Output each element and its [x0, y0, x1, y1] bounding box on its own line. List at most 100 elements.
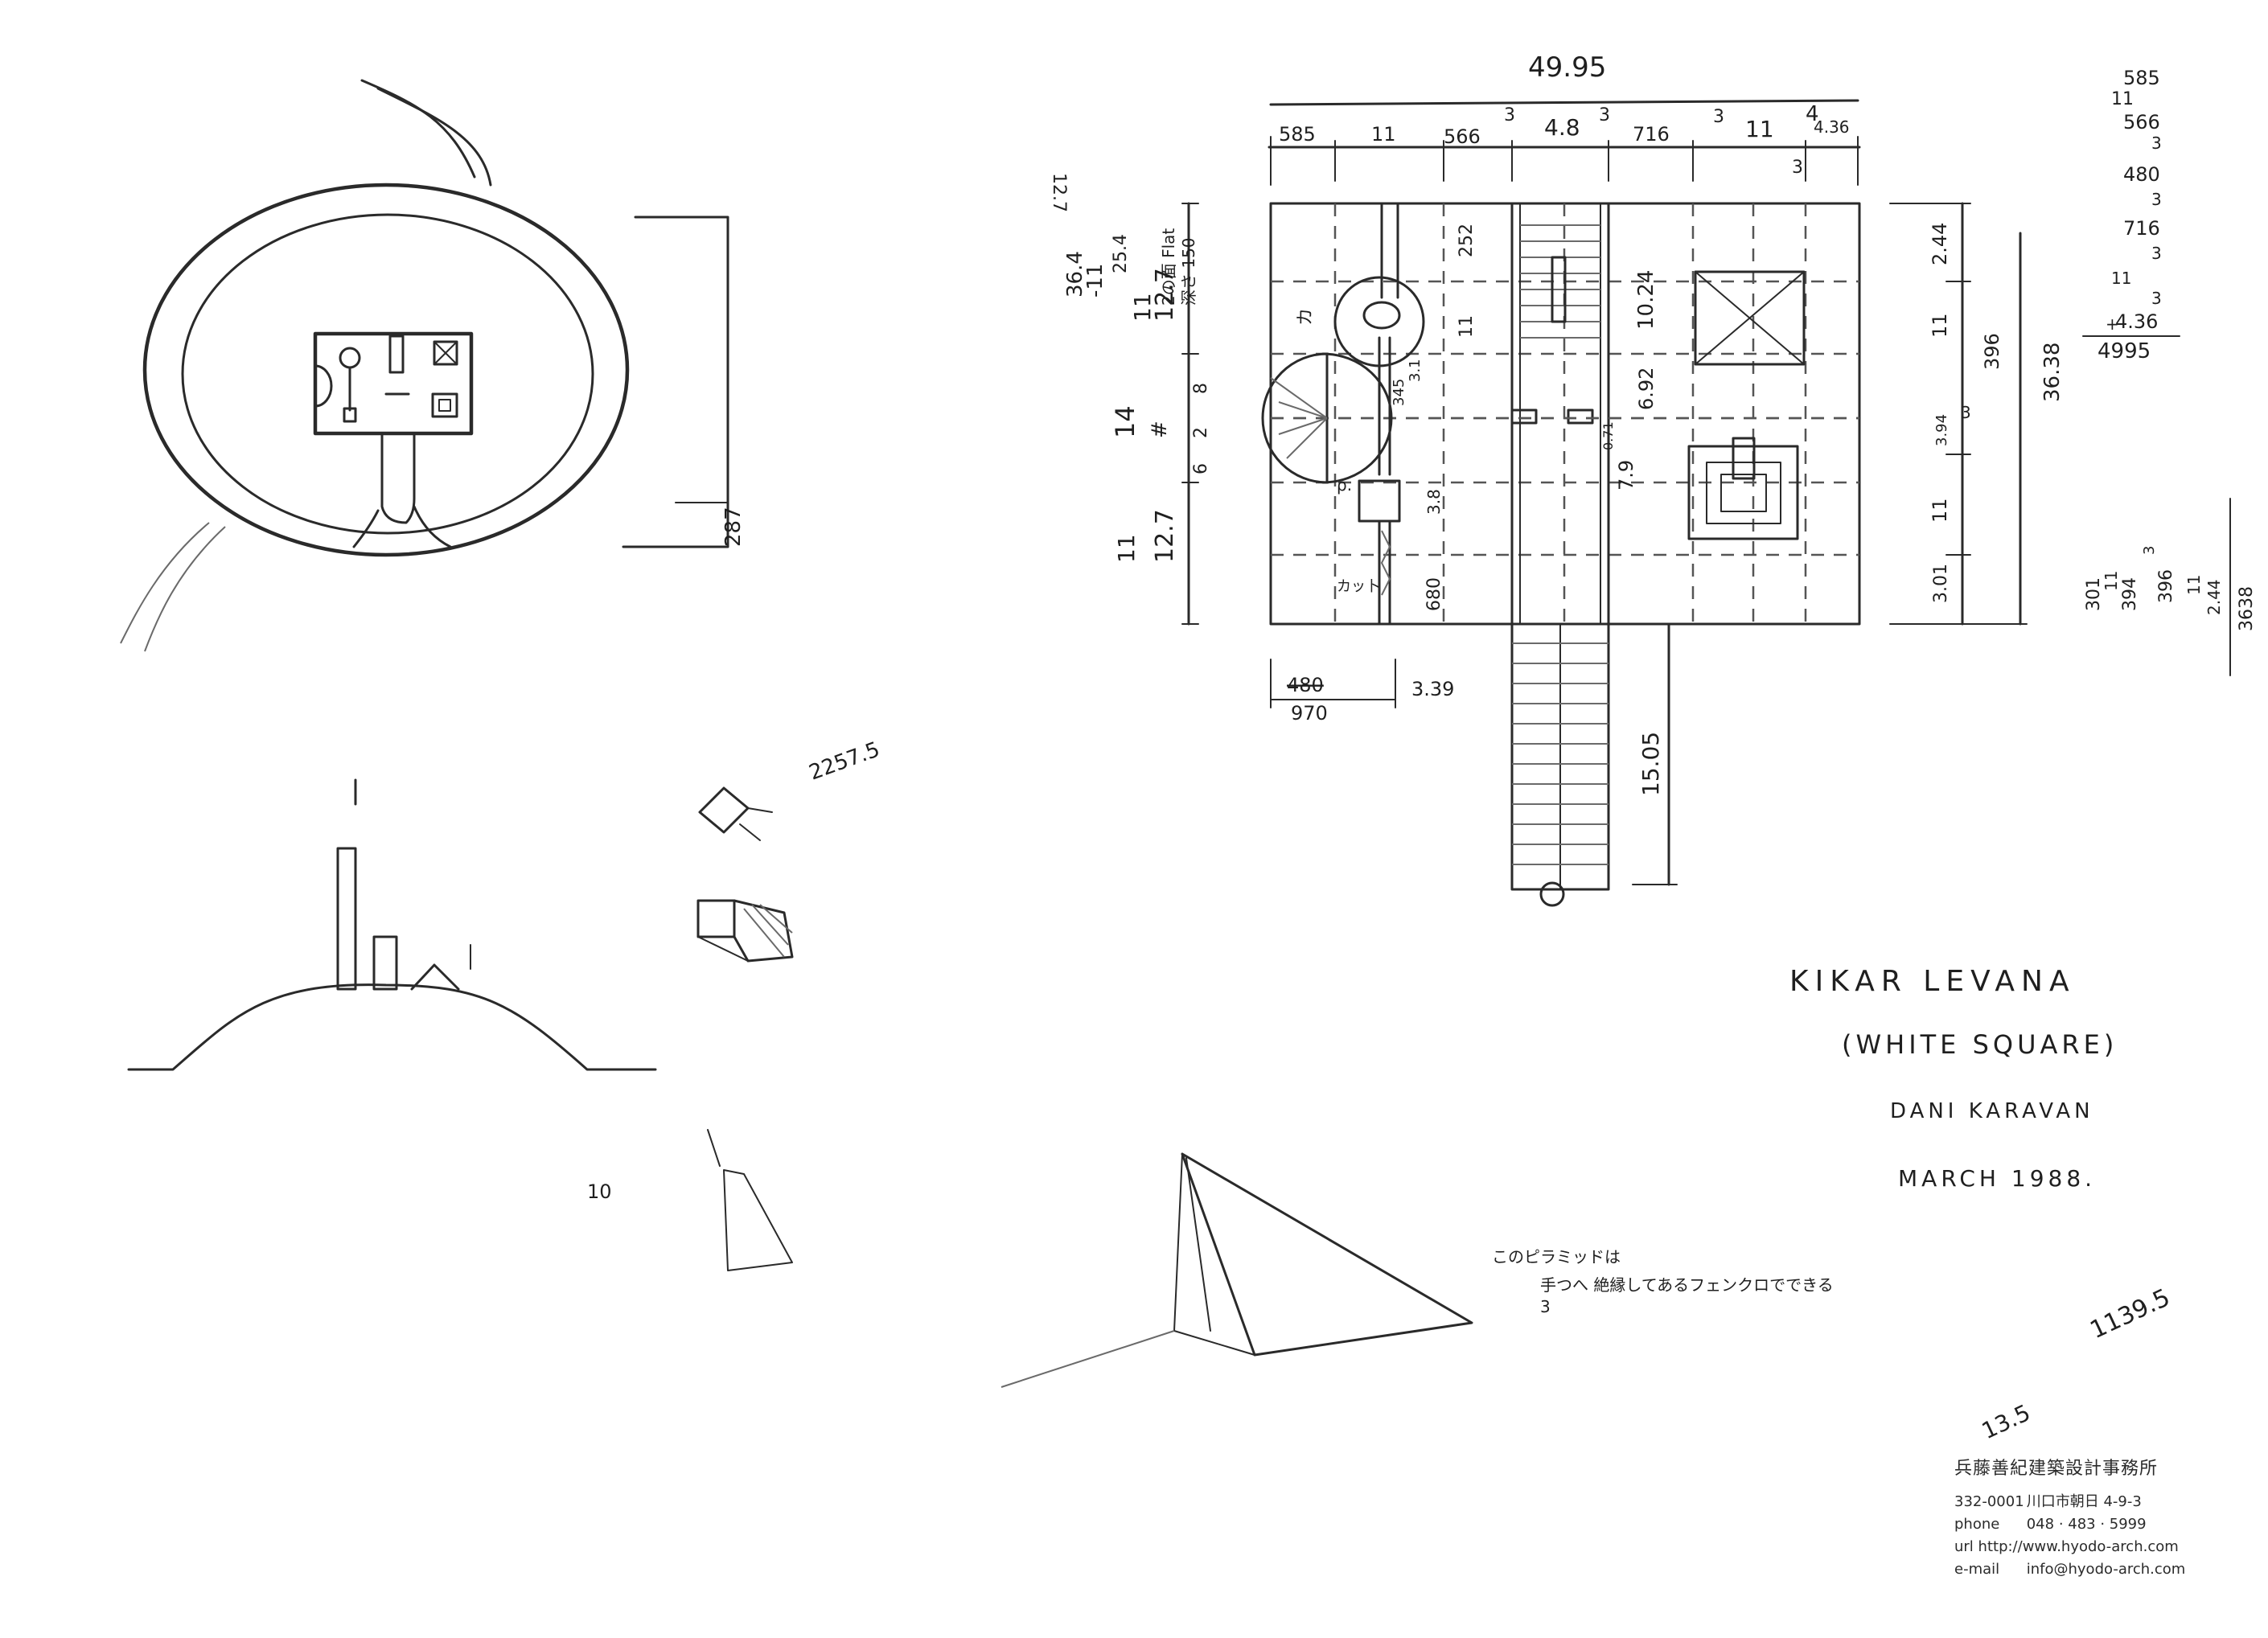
circular-site-plan: 287 [120, 79, 746, 652]
svg-text:11: 11 [2184, 575, 2204, 595]
svg-text:2.44: 2.44 [2204, 579, 2224, 615]
svg-text:12.7: 12.7 [1151, 509, 1179, 563]
svg-text:3: 3 [2141, 546, 2158, 555]
svg-text:3: 3 [2151, 133, 2162, 153]
svg-text:301: 301 [2084, 577, 2104, 611]
svg-text:4.36: 4.36 [2115, 310, 2158, 333]
title-block: KIKAR LEVANA (WHITE SQUARE) DANI KARAVAN… [1789, 965, 2118, 1192]
svg-text:480: 480 [1287, 674, 1324, 696]
svg-text:25.4: 25.4 [1111, 234, 1131, 273]
svg-text:3.39: 3.39 [1411, 678, 1454, 700]
inner-ring [181, 213, 594, 535]
svg-text:このピラミッドは: このピラミッドは [1492, 1247, 1621, 1266]
svg-text:396: 396 [2156, 569, 2176, 603]
office-email-link[interactable]: info@hyodo-arch.com [2026, 1561, 2186, 1578]
svg-text:345: 345 [1391, 379, 1407, 406]
svg-text:11: 11 [1371, 123, 1396, 146]
svg-text:#: # [1148, 421, 1172, 438]
svg-text:3638: 3638 [2237, 586, 2257, 631]
svg-text:3: 3 [1961, 403, 1971, 422]
svg-text:-11: -11 [1083, 264, 1107, 298]
perspective-sketches: 2257.5 10 [587, 737, 883, 1271]
svg-text:3.1: 3.1 [1407, 359, 1424, 382]
office-name: 兵藤善紀建築設計事務所 [1954, 1459, 2159, 1479]
label-1139: 1139.5 [2086, 1283, 2175, 1344]
office-stamp: 兵藤善紀建築設計事務所 332-0001 川口市朝日 4-9-3 phone 0… [1954, 1454, 2196, 1581]
svg-text:7.9: 7.9 [1615, 460, 1637, 491]
main-plan: 49.95 585 11 566 3 4.8 3 716 3 11 4 4.36… [1049, 51, 2065, 907]
svg-text:3: 3 [1713, 107, 1724, 127]
svg-text:12.7: 12.7 [1151, 268, 1179, 322]
label-287: 287 [721, 507, 746, 547]
svg-text:14: 14 [1110, 405, 1140, 438]
pyramid-note: このピラミッドは 手つへ 絶縁してあるフェンクロでできる 3 [1492, 1247, 1834, 1316]
svg-text:10.24: 10.24 [1634, 270, 1658, 330]
label-13-5: 13.5 [1978, 1399, 2034, 1444]
svg-text:566: 566 [1444, 125, 1481, 148]
svg-text:2: 2 [1191, 427, 1211, 438]
outer-ring [142, 183, 630, 557]
svg-text:カ: カ [1296, 308, 1316, 326]
svg-text:2.44: 2.44 [1929, 223, 1951, 265]
svg-text:深さ 150: 深さ 150 [1179, 237, 1198, 306]
svg-text:11: 11 [2102, 571, 2121, 591]
svg-text:4: 4 [1806, 102, 1819, 126]
drawing-subtitle: (WHITE SQUARE) [1842, 1029, 2118, 1060]
drawing-title: KIKAR LEVANA [1789, 965, 2076, 998]
svg-text:カッ卜: カッ卜 [1337, 578, 1380, 595]
svg-text:3.8: 3.8 [1424, 489, 1444, 515]
svg-text:6.92: 6.92 [1635, 367, 1658, 410]
svg-text:12.7: 12.7 [1049, 173, 1069, 212]
svg-text:3: 3 [1792, 158, 1803, 178]
svg-text:11: 11 [2111, 269, 2131, 288]
svg-text:+: + [2106, 314, 2119, 334]
svg-text:3: 3 [2151, 190, 2162, 209]
office-phone: phone 048 · 483 · 5999 [1954, 1516, 2147, 1533]
svg-text:585: 585 [2123, 67, 2160, 89]
label-10: 10 [587, 1180, 612, 1203]
svg-text:3: 3 [1504, 105, 1515, 125]
svg-text:6: 6 [1191, 463, 1211, 474]
svg-text:2の面 Flat: 2の面 Flat [1159, 228, 1178, 306]
svg-text:11: 11 [1457, 315, 1477, 338]
central-platform [313, 331, 474, 436]
pyramid-square-bottom [1687, 445, 1799, 540]
svg-text:3: 3 [2151, 244, 2162, 263]
svg-text:3.01: 3.01 [1931, 564, 1951, 603]
svg-text:566: 566 [2123, 111, 2160, 133]
svg-text:4995: 4995 [2097, 339, 2151, 363]
svg-text:3: 3 [1540, 1297, 1551, 1316]
svg-text:3: 3 [1599, 105, 1610, 125]
label-overall-dim: 49.95 [1528, 51, 1606, 84]
office-url: url http://www.hyodo-arch.com [1954, 1538, 2179, 1555]
approach-path [360, 79, 476, 179]
svg-text:11: 11 [1929, 313, 1951, 338]
svg-text:8: 8 [1191, 383, 1211, 394]
svg-text:36.4: 36.4 [1063, 251, 1087, 298]
svg-text:手つへ 絶縁してあるフェンクロでできる: 手つへ 絶縁してあるフェンクロでできる [1540, 1275, 1834, 1295]
svg-text:970: 970 [1291, 702, 1328, 725]
svg-text:11: 11 [2111, 89, 2134, 109]
svg-text:716: 716 [1633, 123, 1670, 146]
svg-text:11: 11 [1745, 116, 1774, 142]
office-email: e-mail info@hyodo-arch.com [1954, 1561, 2186, 1578]
svg-text:394: 394 [2120, 577, 2140, 611]
svg-text:11: 11 [1129, 293, 1156, 322]
side-calculations: 585 11 566 3 480 3 716 3 11 3 + 4.36 499… [2082, 67, 2257, 676]
drawing-author: DANI KARAVAN [1890, 1099, 2094, 1123]
overall-dimension-line [1269, 99, 1859, 106]
drawing-date: MARCH 1988. [1898, 1165, 2096, 1192]
svg-text:15.05: 15.05 [1637, 732, 1664, 796]
label-2257: 2257.5 [806, 737, 883, 785]
svg-text:3.94: 3.94 [1933, 414, 1950, 446]
tall-column [336, 847, 357, 991]
svg-text:4.8: 4.8 [1544, 114, 1580, 141]
svg-text:4.36: 4.36 [1814, 117, 1850, 137]
svg-text:252: 252 [1457, 224, 1477, 257]
svg-text:3: 3 [2151, 289, 2162, 308]
svg-text:11: 11 [1113, 534, 1140, 563]
svg-text:480: 480 [2123, 163, 2160, 186]
pyramid-sketch [1000, 1152, 1473, 1388]
office-url-link[interactable]: http://www.hyodo-arch.com [1978, 1538, 2179, 1555]
